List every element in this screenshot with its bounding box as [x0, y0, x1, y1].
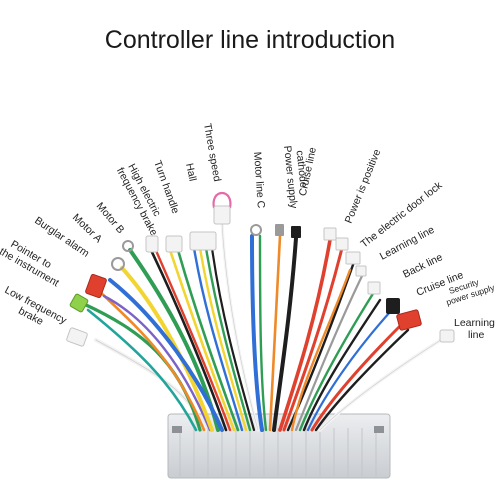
label-learning-line-2-line1: Learning	[454, 317, 495, 329]
label-motor-line-c: Motor line C	[251, 151, 267, 209]
label-low-frequency-brake: Low frequency brake	[0, 284, 71, 339]
connector-door-lock	[345, 251, 361, 265]
connector-pointer	[69, 293, 89, 313]
wire-gray-learning	[294, 274, 364, 432]
label-three-speed: Three speed	[201, 122, 223, 182]
connector-low-brake	[66, 327, 88, 347]
label-back-line: Back line	[401, 251, 445, 281]
wire-red-positive	[282, 246, 344, 432]
connector-back	[367, 281, 381, 295]
svg-text:Low frequency brake: Low frequency brake	[0, 284, 71, 339]
connector-positive	[335, 237, 349, 251]
wire-green-pointer	[82, 302, 202, 432]
label-hall: Hall	[183, 162, 198, 182]
wire-blue-cruise-2	[306, 310, 392, 432]
connector-high-brake	[145, 235, 159, 253]
wire-blue-motor-c	[250, 234, 264, 432]
connector-cruise-2	[386, 298, 400, 314]
wire-black-hall	[210, 246, 256, 432]
connector-learning-2	[439, 329, 455, 343]
diagram-title: Controller line introduction	[104, 26, 396, 54]
connector-learning-1	[355, 265, 367, 277]
label-pointer-instrument: Pointer to the instrument	[0, 235, 67, 289]
connector-hall	[189, 231, 217, 251]
loop-three-speed	[212, 192, 232, 209]
terminal-cathode-1	[275, 224, 284, 236]
wire-green-turn	[176, 248, 240, 432]
wire-orange-door	[290, 268, 352, 432]
label-power-cathode-line2: cathode	[294, 150, 310, 189]
wire-yellow-turn	[168, 248, 236, 432]
wire-teal-pointer	[86, 308, 198, 432]
terminal-motor-c	[250, 224, 262, 236]
wire-black-brake	[148, 246, 228, 432]
wire-black-security	[314, 328, 410, 432]
wire-red-security	[310, 320, 406, 432]
wire-orange-alarm	[96, 288, 206, 432]
connector-cruise-1	[323, 227, 337, 241]
wire-blue-motor	[108, 278, 224, 432]
terminal-motor-b	[122, 240, 134, 252]
svg-text:Pointer to the instrumen: Pointer to the instrument	[0, 235, 67, 289]
wire-green-back	[298, 290, 376, 432]
wire-red-cruise	[278, 238, 332, 432]
wire-purple-alarm	[102, 294, 212, 432]
wire-white-learning-2-edge	[319, 337, 445, 431]
wire-blue-hall	[192, 246, 244, 432]
wire-green-hall	[204, 246, 252, 432]
wire-bundle	[82, 220, 446, 432]
wire-yellow-motor-a	[120, 266, 214, 432]
wire-white-three-speed-edge	[221, 221, 259, 431]
svg-text:Learning line: Learning line	[454, 317, 498, 341]
wire-orange-cathode	[268, 234, 282, 432]
label-learning-line-2-line2: line	[468, 329, 485, 341]
connector-security	[396, 309, 422, 331]
terminal-cathode-2	[291, 226, 301, 238]
label-learning-line-2: Learning line	[454, 317, 498, 341]
connector-turn-handle	[165, 235, 183, 253]
connectors	[66, 192, 455, 347]
wire-green-motor-c	[258, 234, 268, 432]
terminal-motor-a	[111, 257, 125, 271]
connector-three-speed	[213, 205, 231, 225]
wire-black-cathode	[272, 236, 298, 432]
wire-black-back	[302, 298, 382, 432]
connector-burglar-alarm	[85, 273, 107, 299]
label-power-positive: Power is positive	[343, 147, 384, 225]
wire-yellow-hall	[198, 246, 248, 432]
wire-red-brake	[152, 244, 232, 432]
